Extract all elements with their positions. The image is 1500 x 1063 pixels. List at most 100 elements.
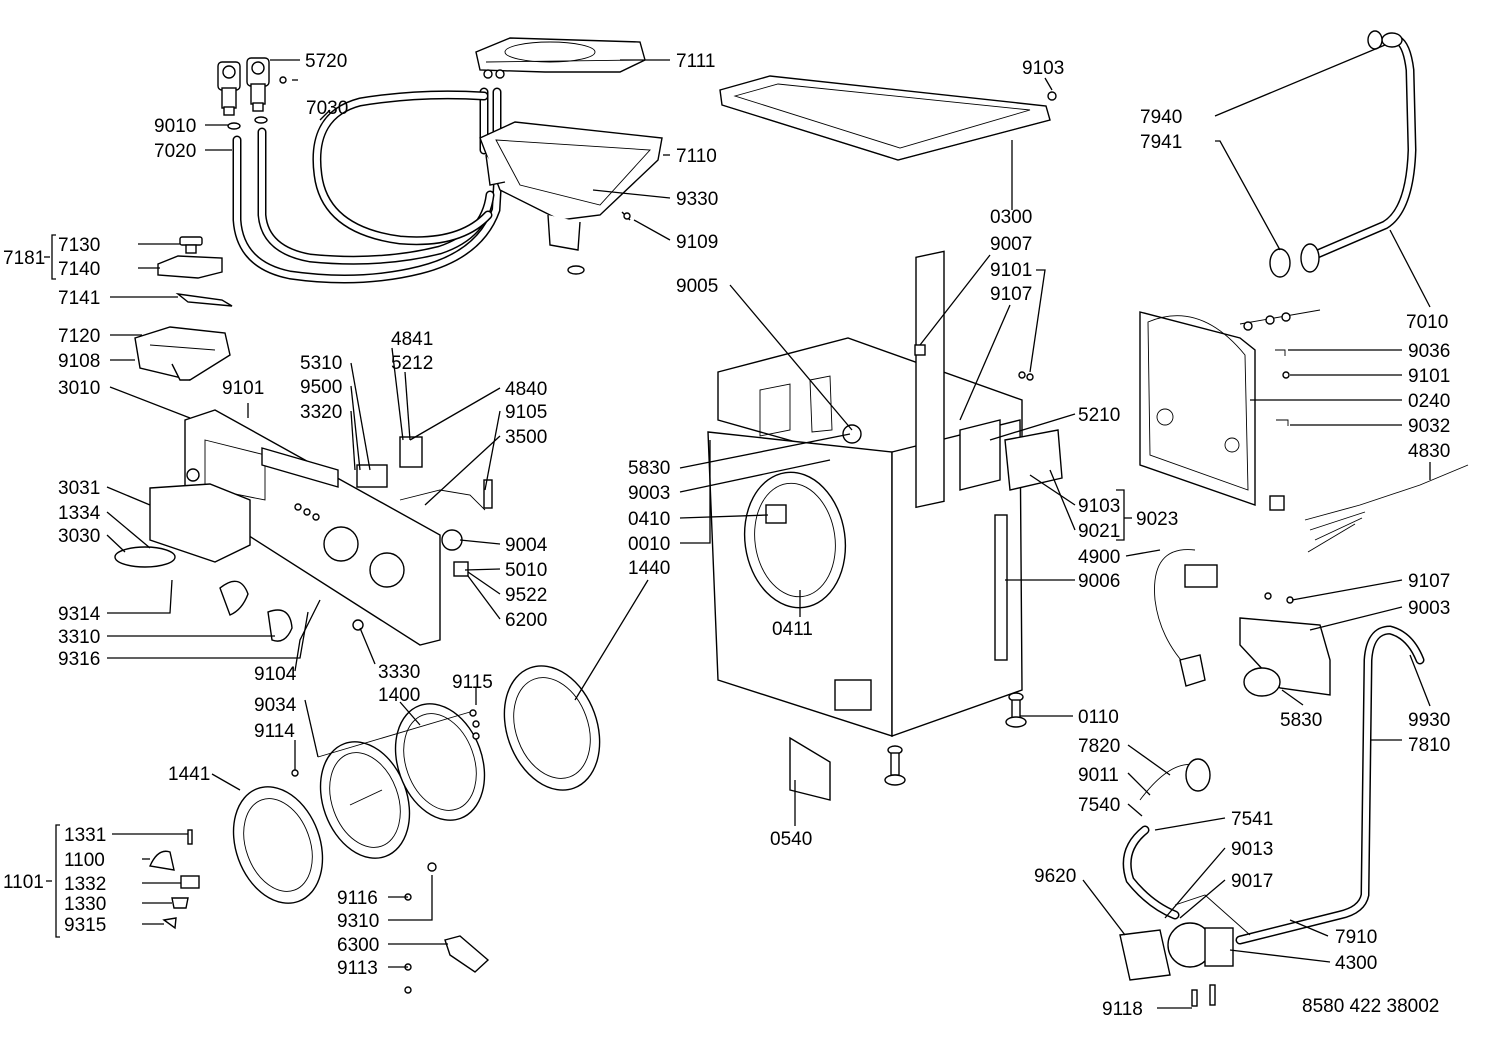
callout-9118: 9118 xyxy=(1102,999,1143,1020)
lens-part xyxy=(114,546,176,568)
softener-cap-part xyxy=(179,236,203,254)
foot-part xyxy=(884,692,1027,786)
callout-1332: 1332 xyxy=(64,874,106,895)
callout-7940: 7940 xyxy=(1140,107,1182,128)
callout-0411: 0411 xyxy=(772,619,813,640)
callout-0410: 0410 xyxy=(628,509,670,530)
drawing-number: 8580 422 38002 xyxy=(1302,996,1439,1017)
filter-housing-9620 xyxy=(1119,929,1171,981)
door-lock-0410 xyxy=(765,504,787,524)
callout-9003: 9003 xyxy=(628,483,670,504)
callout-1441: 1441 xyxy=(168,764,210,785)
callout-9116: 9116 xyxy=(337,888,378,909)
siphon-part xyxy=(157,255,223,279)
chamber-part xyxy=(1185,758,1211,792)
callout-7810: 7810 xyxy=(1408,735,1450,756)
power-cord-4900 xyxy=(1154,549,1196,671)
inlet-valve-part xyxy=(217,57,287,116)
callout-4840: 4840 xyxy=(505,379,547,400)
callout-5830: 5830 xyxy=(628,458,670,479)
callout-9032: 9032 xyxy=(1408,416,1450,437)
door-ring-1441 xyxy=(232,786,324,904)
callout-9107: 9107 xyxy=(1408,571,1450,592)
callout-9105: 9105 xyxy=(505,402,547,423)
callout-5720: 5720 xyxy=(305,51,347,72)
callout-9003: 9003 xyxy=(1408,598,1450,619)
terminal-block-5210 xyxy=(959,419,1001,491)
callout-9101: 9101 xyxy=(222,378,264,399)
callout-9109: 9109 xyxy=(676,232,718,253)
callout-9310: 9310 xyxy=(337,911,379,932)
callout-9115: 9115 xyxy=(452,672,493,693)
callout-7010: 7010 xyxy=(1406,312,1448,333)
top-cover-part xyxy=(719,75,1051,161)
service-flap-0540 xyxy=(789,736,831,801)
callout-9103: 9103 xyxy=(1022,58,1064,79)
callout-3500: 3500 xyxy=(505,427,547,448)
callout-3310: 3310 xyxy=(58,627,100,648)
callout-5212: 5212 xyxy=(391,353,433,374)
callout-9007: 9007 xyxy=(990,234,1032,255)
drawer-insert-part xyxy=(175,292,233,307)
callout-9104: 9104 xyxy=(254,664,297,685)
callout-7140: 7140 xyxy=(58,259,100,280)
sensor-part xyxy=(453,561,469,577)
support-9006 xyxy=(994,514,1008,661)
callout-9113: 9113 xyxy=(337,958,378,979)
callout-7120: 7120 xyxy=(58,326,100,347)
callout-9010: 9010 xyxy=(154,116,196,137)
callout-9034: 9034 xyxy=(254,695,297,716)
door-ring-1440 xyxy=(503,665,601,791)
leader-lines xyxy=(44,44,1431,1009)
screw xyxy=(623,212,631,220)
pressure-switch-5830 xyxy=(1243,667,1281,697)
callout-0010: 0010 xyxy=(628,534,670,555)
callout-4841: 4841 xyxy=(391,329,433,350)
switch-module-part xyxy=(356,464,388,488)
door-lock-part xyxy=(441,529,463,551)
callout-7910: 7910 xyxy=(1335,927,1377,948)
callout-3320: 3320 xyxy=(300,402,342,423)
hose-7910 xyxy=(1174,894,1251,936)
callout-5010: 5010 xyxy=(505,560,547,581)
callout-7020: 7020 xyxy=(154,141,196,162)
knob-part xyxy=(219,580,249,616)
board-4841-part xyxy=(399,436,423,468)
hinge-clip xyxy=(427,862,437,872)
detergent-drawer-part xyxy=(134,326,231,381)
callout-7941: 7941 xyxy=(1140,132,1182,153)
knob-part xyxy=(267,609,293,642)
callout-9522: 9522 xyxy=(505,585,547,606)
callout-9036: 9036 xyxy=(1408,341,1450,362)
callout-9107: 9107 xyxy=(990,284,1032,305)
module-9021 xyxy=(1004,429,1063,491)
pressure-switch-5830 xyxy=(842,424,862,444)
callout-4900: 4900 xyxy=(1078,547,1120,568)
screw-9101 xyxy=(1282,371,1290,379)
dispenser-cover-part xyxy=(475,37,646,79)
callout-1101: 1101 xyxy=(3,872,44,893)
clip-9007 xyxy=(914,344,926,356)
callout-3030: 3030 xyxy=(58,526,100,547)
screw-9118 xyxy=(1191,989,1198,1007)
plug-part xyxy=(1179,654,1206,687)
callout-4830: 4830 xyxy=(1408,441,1450,462)
callout-1440: 1440 xyxy=(628,558,670,579)
bracket-part xyxy=(483,479,493,509)
filter-7941 xyxy=(1269,248,1291,278)
callout-1400: 1400 xyxy=(378,685,420,706)
callout-9013: 9013 xyxy=(1231,839,1273,860)
callout-7141: 7141 xyxy=(58,288,100,309)
callout-0240: 0240 xyxy=(1408,391,1450,412)
callout-9006: 9006 xyxy=(1078,571,1120,592)
callout-9316: 9316 xyxy=(58,649,100,670)
callout-1331: 1331 xyxy=(64,825,106,846)
clip-9036 xyxy=(1275,349,1286,356)
callout-6300: 6300 xyxy=(337,935,379,956)
button-3330 xyxy=(352,619,364,631)
callout-9101: 9101 xyxy=(1408,366,1450,387)
callout-7541: 7541 xyxy=(1231,809,1273,830)
callout-4300: 4300 xyxy=(1335,953,1377,974)
pin-1331 xyxy=(187,829,193,845)
callout-0300: 0300 xyxy=(990,207,1032,228)
